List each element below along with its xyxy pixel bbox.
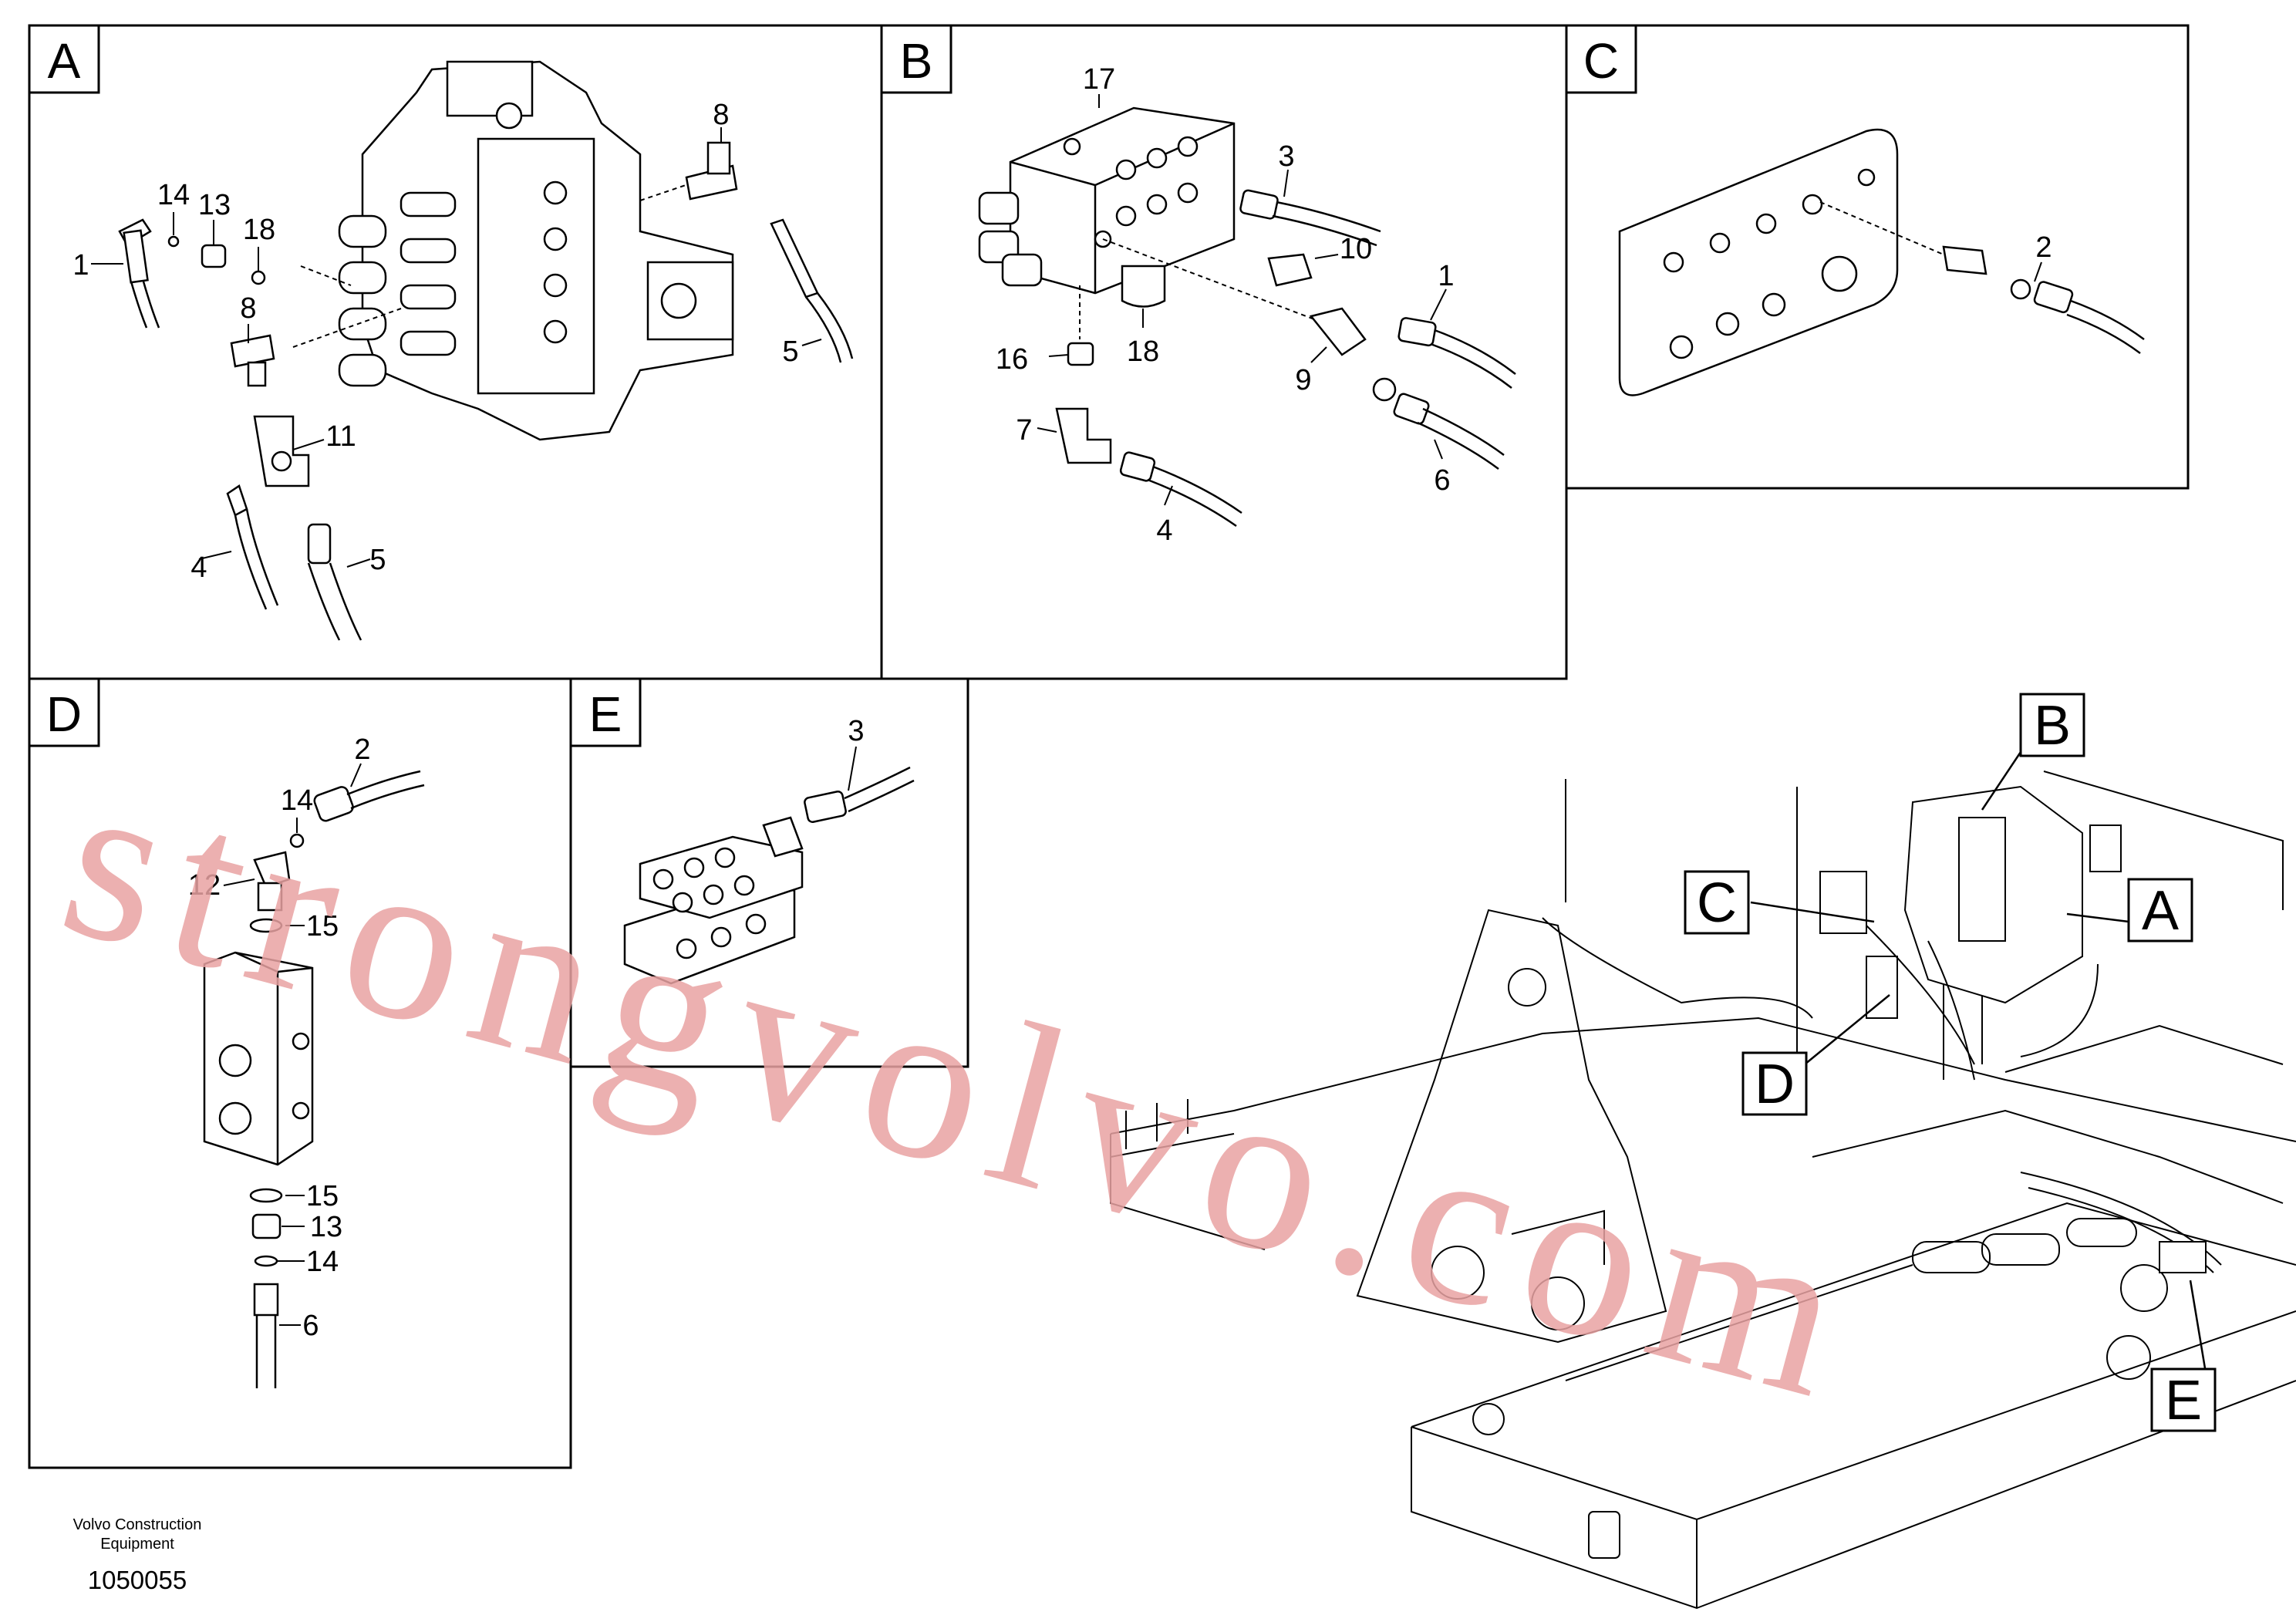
part-label-10: 10 [1340,233,1372,265]
callout-d-letter: D [1755,1054,1795,1115]
part-label-3: 3 [1278,140,1294,173]
part-label-15b: 15 [306,1180,339,1212]
panel-c-letter: C [1583,33,1619,89]
valve-plate-drawing [1618,128,1899,396]
panel-d-parts-drawing [203,770,425,1388]
panel-a-letter: A [48,33,81,89]
part-label-1: 1 [72,249,89,282]
panel-b-leaders [1037,94,1447,506]
part-label-4: 4 [1156,514,1172,547]
callout-b: B [2019,693,2085,757]
part-label-1: 1 [1438,260,1454,292]
panel-e: E 3 [569,677,969,1068]
part-label-5b: 5 [782,336,798,368]
footer: Volvo Construction Equipment 1050055 [73,1516,202,1594]
part-label-3: 3 [848,715,864,747]
part-label-17: 17 [1083,63,1115,96]
part-label-6: 6 [302,1310,319,1342]
part-label-11: 11 [325,420,356,453]
control-valve-drawing [338,60,734,441]
callout-a: A [2127,878,2193,943]
panel-e-valve-drawing [623,766,915,985]
part-label-7: 7 [1016,414,1032,447]
footer-drawing-number: 1050055 [88,1566,187,1594]
part-label-6: 6 [1434,464,1450,497]
part-label-14: 14 [281,784,313,817]
panel-e-letter: E [589,686,622,742]
callout-b-letter: B [2034,695,2071,757]
part-label-2: 2 [2035,231,2052,264]
solenoid-block-drawing [978,106,1236,308]
callout-c-letter: C [1697,872,1737,934]
part-label-15: 15 [306,910,339,943]
part-label-8b: 8 [240,292,256,325]
part-label-9: 9 [1295,364,1311,396]
panel-a-leaders [91,127,822,568]
part-label-18: 18 [1127,336,1159,368]
panel-d-leaders [223,763,362,1326]
part-label-5: 5 [369,544,386,576]
panel-c-fittings [1942,245,2145,355]
panel-d-letter: D [46,686,82,742]
part-label-8: 8 [713,99,729,131]
callout-a-letter: A [2142,880,2179,942]
part-label-14b: 14 [306,1246,339,1278]
part-label-2: 2 [354,733,370,766]
part-label-12: 12 [188,869,221,902]
overview-leaders [1750,751,2207,1374]
callout-d: D [1741,1051,1808,1116]
part-label-18: 18 [243,214,275,246]
part-label-14: 14 [157,179,190,211]
panel-c: C 2 [1565,24,2190,490]
part-label-4: 4 [190,551,207,584]
footer-company-line2: Equipment [100,1536,174,1553]
panel-a: A [28,24,883,680]
part-label-13: 13 [310,1211,342,1243]
footer-company-line1: Volvo Construction [73,1516,202,1533]
panel-b: B [880,24,1568,680]
callout-e: E [2150,1367,2217,1432]
panel-b-letter: B [900,33,933,89]
panel-d: D [28,677,572,1469]
panel-b-fittings [1055,189,1516,528]
machine-overview-drawing [1110,771,2296,1610]
callout-e-letter: E [2165,1370,2202,1431]
callout-c: C [1684,870,1750,935]
part-label-16: 16 [996,343,1028,376]
part-label-13: 13 [198,189,231,221]
panel-a-fittings [118,141,854,641]
